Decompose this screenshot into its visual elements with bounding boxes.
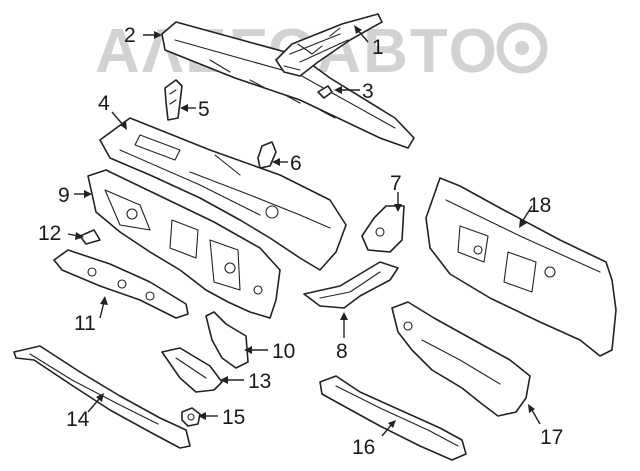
callout-9: 9 — [58, 184, 70, 207]
part-3-clip — [317, 85, 333, 99]
callout-2: 2 — [124, 24, 136, 47]
callout-10: 10 — [272, 340, 295, 363]
callout-6: 6 — [290, 152, 302, 175]
part-5-bracket — [164, 79, 183, 121]
part-7-bracket — [361, 205, 405, 253]
part-6-bracket — [257, 141, 277, 169]
part-13-bracket — [161, 347, 223, 393]
callout-16: 16 — [352, 436, 375, 459]
watermark-wheel-hub — [515, 41, 529, 55]
leader-lines — [67, 25, 541, 437]
callout-15: 15 — [222, 406, 245, 429]
callout-labels: 2 1 3 4 5 6 9 7 12 18 11 8 10 13 14 15 1… — [38, 24, 563, 459]
callout-17: 17 — [540, 426, 563, 449]
callout-4: 4 — [98, 92, 110, 115]
callout-18: 18 — [528, 194, 551, 217]
callout-5: 5 — [198, 98, 210, 121]
callout-13: 13 — [248, 370, 271, 393]
watermark-wheel-icon — [496, 22, 548, 74]
part-10-bracket — [205, 311, 249, 369]
part-18-dash-assembly — [425, 177, 617, 357]
callout-14: 14 — [66, 408, 90, 431]
part-17-insulator — [391, 301, 531, 417]
part-9-dash-panel — [87, 169, 281, 319]
part-16-lower-rail — [319, 375, 467, 461]
part-11-crossmember — [53, 249, 189, 319]
callout-12: 12 — [38, 222, 61, 245]
callout-8: 8 — [336, 340, 348, 363]
callout-7: 7 — [390, 172, 402, 195]
part-4-cowl-lower-panel — [99, 117, 347, 271]
callout-1: 1 — [372, 36, 384, 59]
part-15-nut — [181, 407, 201, 427]
part-8-support — [303, 261, 399, 309]
part-12-clip — [79, 229, 101, 245]
callout-3: 3 — [362, 80, 374, 103]
callout-11: 11 — [74, 312, 96, 335]
